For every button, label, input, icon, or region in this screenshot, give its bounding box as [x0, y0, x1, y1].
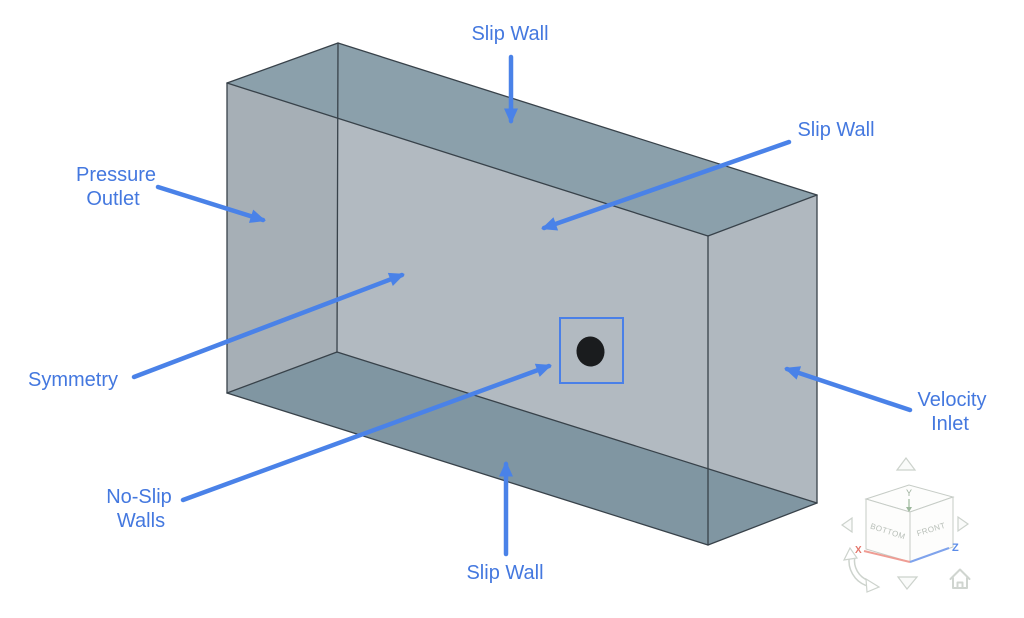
velocity-inlet-arrow	[784, 366, 913, 413]
face-bottom-slip-wall[interactable]	[227, 352, 817, 545]
roll-rotate-button[interactable]	[842, 546, 881, 593]
y-axis-label: Y	[906, 488, 912, 498]
slip-wall-top-label: Slip Wall	[471, 23, 548, 45]
domain-box	[226, 42, 818, 546]
z-axis-line	[909, 547, 950, 563]
roll-arrowhead-bottom	[865, 577, 881, 593]
cylinder-selection-box	[559, 317, 624, 384]
no-slip-walls-label-line1: No-Slip	[106, 486, 172, 508]
symmetry-arrow	[131, 272, 405, 380]
rotate-right-button[interactable]	[957, 515, 970, 533]
z-axis-label: Z	[952, 542, 959, 554]
annotation-slip-wall-bottom: Slip Wall	[466, 461, 544, 584]
y-axis-arrowhead	[906, 507, 912, 512]
annotation-symmetry: Symmetry	[28, 272, 405, 391]
rotate-left-button[interactable]	[840, 516, 853, 534]
velocity-inlet-label-line2: Inlet	[931, 413, 969, 435]
view-cube-front-face[interactable]	[909, 496, 954, 563]
annotation-slip-wall-top: Slip Wall	[471, 23, 549, 124]
no-slip-walls-arrow	[180, 363, 552, 503]
symmetry-label: Symmetry	[28, 369, 118, 391]
velocity-inlet-label-line1: Velocity	[918, 389, 987, 411]
roll-arrowhead-top	[842, 546, 859, 561]
x-axis-line	[863, 550, 911, 563]
pressure-outlet-arrow	[155, 184, 266, 223]
face-top-slip-wall[interactable]	[227, 43, 817, 236]
slip-wall-back-label: Slip Wall	[797, 119, 874, 141]
pressure-outlet-label-line1: Pressure	[76, 164, 156, 186]
face-left-pressure-outlet[interactable]	[227, 43, 338, 393]
annotations: Slip Wall Slip Wall Pressure Outlet Symm…	[28, 23, 986, 584]
slip-wall-back-arrow	[541, 139, 792, 231]
annotation-no-slip-walls: No-Slip Walls	[106, 363, 552, 532]
annotation-slip-wall-back: Slip Wall	[541, 119, 875, 231]
annotation-pressure-outlet: Pressure Outlet	[76, 164, 266, 223]
cylinder-obstacle[interactable]	[575, 335, 607, 369]
face-right-velocity-inlet[interactable]	[708, 195, 817, 545]
rotate-down-button[interactable]	[896, 576, 919, 590]
annotation-velocity-inlet: Velocity Inlet	[784, 366, 987, 435]
view-cube-widget[interactable]: BOTTOM FRONT X Z Y	[840, 457, 971, 593]
home-button[interactable]	[949, 568, 971, 589]
slip-wall-bottom-label: Slip Wall	[466, 562, 543, 584]
pressure-outlet-label-line2: Outlet	[86, 188, 140, 210]
rotate-up-button[interactable]	[895, 457, 917, 471]
x-axis-label: X	[855, 545, 862, 556]
no-slip-walls-label-line2: Walls	[117, 510, 165, 532]
